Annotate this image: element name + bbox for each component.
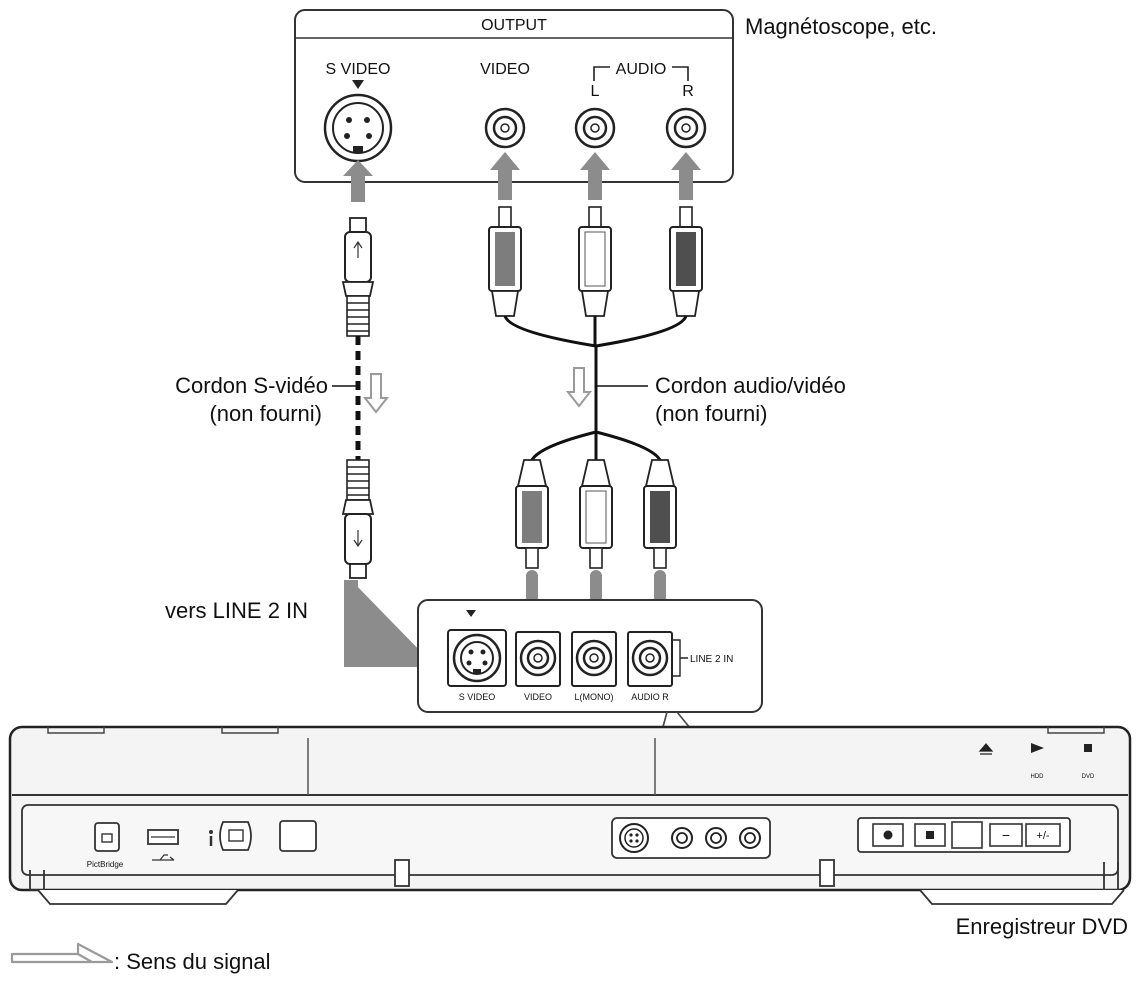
eject-button[interactable] <box>978 743 994 755</box>
audio-bracket <box>593 66 689 81</box>
av-cord-name: Cordon audio/vidéo <box>655 373 846 398</box>
source-audio-l-jack <box>574 107 616 149</box>
av-signal-arrow <box>565 367 593 408</box>
dest-svideo-jack <box>447 629 507 687</box>
line2-bracket <box>672 639 688 677</box>
source-svideo-label: S VIDEO <box>326 61 391 78</box>
hdd-label: HDD <box>1031 774 1045 780</box>
stop-button[interactable] <box>1084 744 1092 752</box>
source-audio-r-jack <box>665 107 707 149</box>
upper-arrows <box>343 152 701 202</box>
svideo-signal-arrow <box>362 373 390 414</box>
source-video-jack <box>484 107 526 149</box>
source-output-panel <box>294 9 734 183</box>
minus-button[interactable]: − <box>989 823 1023 847</box>
output-panel-title: OUTPUT <box>481 17 547 34</box>
front-stop-button[interactable] <box>914 823 946 847</box>
source-svideo-jack <box>323 93 393 163</box>
source-video-label: VIDEO <box>480 61 530 78</box>
dvd-label: DVD <box>1082 774 1095 780</box>
destination-input-label: vers LINE 2 IN <box>165 598 308 623</box>
minus-label: − <box>1002 827 1010 843</box>
legend-signal-text: : Sens du signal <box>114 949 271 974</box>
dvd-recorder-body <box>8 725 1132 905</box>
pictbridge-port[interactable] <box>94 822 120 852</box>
svideo-triangle-icon <box>352 80 364 89</box>
plus-label: +/- <box>1036 830 1049 842</box>
av-cord-wires <box>503 315 688 461</box>
source-audio-l-label: L <box>591 83 600 100</box>
dest-audio-l-jack <box>571 631 617 687</box>
usb-port[interactable] <box>147 829 179 845</box>
av-plug-bottom-video <box>515 459 549 569</box>
dest-video-jack <box>515 631 561 687</box>
svideo-route-arrow <box>351 580 444 662</box>
av-plug-top-audio-l <box>578 206 612 317</box>
dest-svideo-label: S VIDEO <box>459 692 496 702</box>
source-device-name: Magnétoscope, etc. <box>745 14 937 39</box>
line2-group-label: LINE 2 IN <box>690 654 733 665</box>
svideo-plug-bottom <box>341 459 375 579</box>
source-audio-label: AUDIO <box>616 61 667 78</box>
record-button[interactable] <box>872 823 904 847</box>
signal-arrow-legend-icon <box>10 942 114 964</box>
av-plug-bottom-audio-l <box>579 459 613 569</box>
dest-audio-r-jack <box>627 631 673 687</box>
blank-button[interactable] <box>951 821 983 849</box>
dvd-recorder-name: Enregistreur DVD <box>956 914 1128 939</box>
dv-port[interactable] <box>209 821 252 851</box>
pictbridge-label: PictBridge <box>87 860 124 869</box>
av-cord-note: (non fourni) <box>655 401 768 426</box>
play-button[interactable] <box>1031 743 1044 753</box>
front-panel-window <box>279 820 317 852</box>
av-plug-top-audio-r <box>669 206 703 317</box>
svideo-triangle-icon-2 <box>466 610 476 617</box>
source-audio-r-label: R <box>682 83 694 100</box>
dest-audio-r-label: AUDIO R <box>631 692 669 702</box>
dest-video-label: VIDEO <box>524 692 552 702</box>
svideo-cord-note: (non fourni) <box>209 401 322 426</box>
svideo-cord-name: Cordon S-vidéo <box>175 373 328 398</box>
usb-icon <box>152 854 175 861</box>
plus-button[interactable]: +/- <box>1025 823 1061 847</box>
av-plug-top-video <box>488 206 522 317</box>
svideo-plug-top <box>341 217 375 337</box>
front-line-jacks[interactable] <box>611 817 771 859</box>
av-plug-bottom-audio-r <box>643 459 677 569</box>
dest-audio-l-label: L(MONO) <box>575 692 614 702</box>
